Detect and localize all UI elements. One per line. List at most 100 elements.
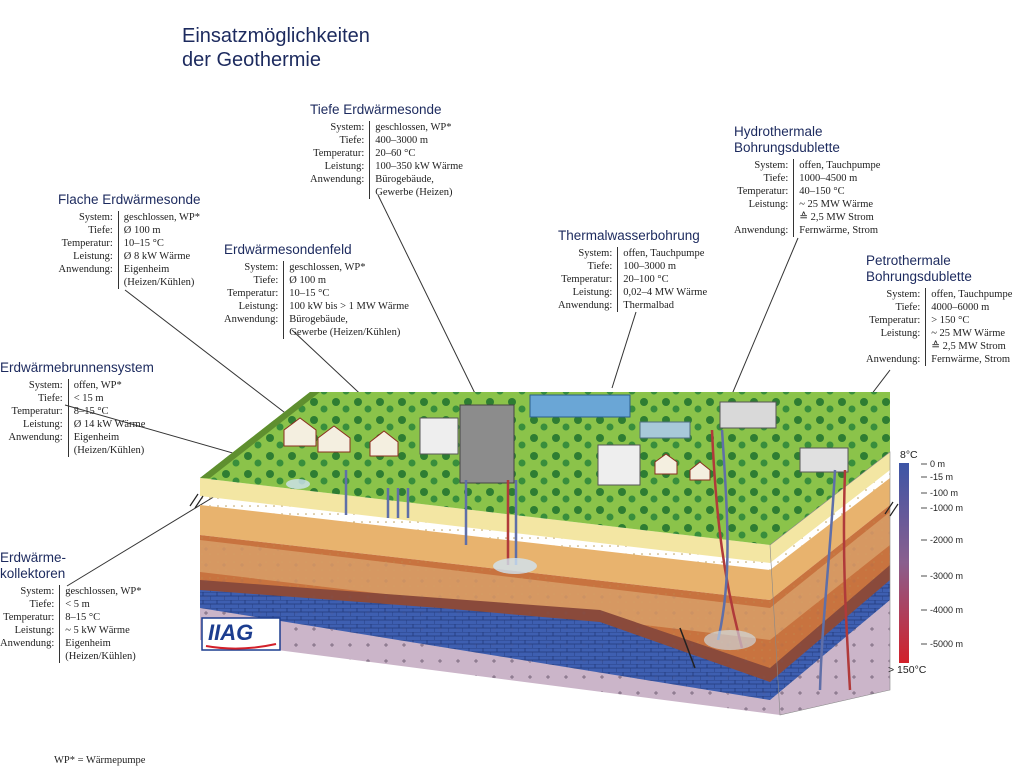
row-key: Temperatur: [869, 315, 921, 326]
row-value: Ø 100 m [283, 274, 409, 287]
row-value: 20–60 °C [369, 147, 463, 160]
row-value: ≙ 2,5 MW Strom [793, 211, 880, 224]
row-value: (Heizen/Kühlen) [59, 650, 141, 663]
block-heading: Thermalwasserbohrung [558, 228, 700, 243]
block-heading: Bohrungsdublette [866, 269, 972, 284]
block-heading: Bohrungsdublette [734, 140, 840, 155]
row-key [0, 650, 59, 663]
row-value: geschlossen, WP* [369, 121, 463, 134]
row-key: Tiefe: [763, 173, 789, 184]
block-heading: Tiefe Erdwärmesonde [310, 102, 442, 117]
break-marks [189, 493, 899, 517]
row-key: Tiefe: [253, 275, 279, 286]
row-key: Anwendung: [58, 264, 113, 275]
greenhouse [639, 421, 691, 439]
boreholes [286, 429, 852, 691]
page-title: Einsatzmöglichkeiten der Geothermie [182, 25, 370, 71]
row-key: Leistung: [572, 287, 613, 298]
row-value: Eigenheim [67, 431, 154, 444]
row-value: 10–15 °C [117, 237, 201, 250]
row-key: Tiefe: [339, 135, 365, 146]
row-key: System: [20, 586, 55, 597]
row-value: ~ 25 MW Wärme [925, 327, 1012, 340]
block-heading: Erdwärme- [0, 550, 67, 565]
block-rows: System: geschlossen, WP* Tiefe: Ø 100 m Temp… [224, 261, 409, 339]
row-key: Temperatur: [227, 288, 279, 299]
row-value: < 5 m [59, 598, 141, 611]
row-key: Temperatur: [313, 148, 365, 159]
row-value: 0,02–4 MW Wärme [617, 286, 707, 299]
depth-label: -3000 m [930, 571, 964, 581]
row-key: System: [244, 262, 279, 273]
row-key: Temperatur: [737, 186, 789, 197]
row-key: Anwendung: [310, 174, 365, 185]
row-key: Temperatur: [61, 238, 113, 249]
row-key: Tiefe: [29, 599, 55, 610]
row-value: Fernwärme, Strom [793, 224, 880, 237]
row-key: Temperatur: [11, 406, 63, 417]
row-value: ≙ 2,5 MW Strom [925, 340, 1012, 353]
row-key: Tiefe: [38, 393, 63, 404]
row-key: System: [78, 212, 113, 223]
block-heading: Erdwärmebrunnensystem [0, 360, 154, 375]
logo-text: IIAG [208, 620, 254, 645]
temperature-top-label: 8°C [900, 449, 918, 461]
row-key [0, 444, 68, 457]
row-key: Tiefe: [895, 302, 921, 313]
row-key: System: [330, 122, 365, 133]
row-key: Anwendung: [8, 432, 63, 443]
row-key: Tiefe: [88, 225, 113, 236]
row-value: (Heizen/Kühlen) [117, 276, 201, 289]
block-heading: Hydrothermale [734, 124, 823, 139]
row-value: 8–15 °C [59, 611, 141, 624]
row-key: Tiefe: [587, 261, 613, 272]
row-value: Ø 100 m [117, 224, 201, 237]
row-key: Leistung: [73, 251, 113, 262]
row-key: Leistung: [23, 419, 63, 430]
house [283, 417, 317, 447]
depth-label: -5000 m [930, 639, 964, 649]
thermal-bath [529, 394, 631, 418]
row-key: Leistung: [14, 625, 55, 636]
row-key: Temperatur: [3, 612, 55, 623]
block-heading: Erdwärmesondenfeld [224, 242, 352, 257]
block-rows: System: geschlossen, WP* Tiefe: < 5 m Temper… [0, 585, 141, 663]
row-value: 100–350 kW Wärme [369, 160, 463, 173]
house [317, 425, 351, 453]
row-value: geschlossen, WP* [59, 585, 141, 598]
row-value: < 15 m [67, 392, 154, 405]
row-value: 8–15 °C [67, 405, 154, 418]
block-heading: kollektoren [0, 566, 66, 581]
row-value: 100 kW bis > 1 MW Wärme [283, 300, 409, 313]
row-value: 20–100 °C [617, 273, 707, 286]
row-value: ~ 5 kW Wärme [59, 624, 141, 637]
row-value: 1000–4500 m [793, 172, 880, 185]
depth-label: -100 m [930, 488, 959, 498]
depth-label: -15 m [930, 472, 954, 482]
row-value: 400–3000 m [369, 134, 463, 147]
ground-block [200, 392, 891, 716]
row-value: Bürogebäude, [369, 173, 463, 186]
row-value: offen, Tauchpumpe [617, 247, 707, 260]
row-key [734, 211, 793, 224]
row-value: 4000–6000 m [925, 301, 1012, 314]
row-value: Gewerbe (Heizen/Kühlen) [283, 326, 409, 339]
row-value: offen, Tauchpumpe [925, 288, 1012, 301]
depth-label: -2000 m [930, 535, 964, 545]
row-value: geschlossen, WP* [283, 261, 409, 274]
row-value: 100–3000 m [617, 260, 707, 273]
footnote: WP* = Wärmepumpe [54, 755, 146, 766]
row-value: (Heizen/Kühlen) [67, 444, 154, 457]
row-value: offen, Tauchpumpe [793, 159, 880, 172]
row-key: System: [754, 160, 789, 171]
temperature-bar [899, 463, 909, 663]
row-value: Eigenheim [117, 263, 201, 276]
row-value: ~ 25 MW Wärme [793, 198, 880, 211]
houses [799, 447, 849, 473]
